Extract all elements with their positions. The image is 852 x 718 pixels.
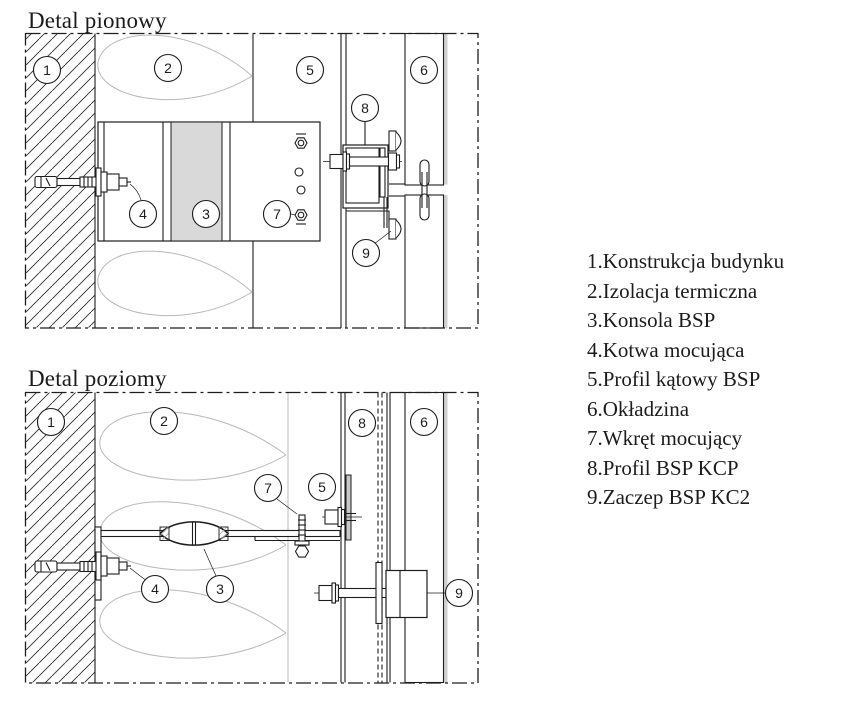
- legend: 1.Konstrukcja budynku 2.Izolacja termicz…: [587, 247, 784, 513]
- callout-6: 6: [409, 407, 439, 437]
- callout-7: 7: [253, 473, 283, 503]
- svg-text:8: 8: [361, 100, 369, 116]
- fixing-screws: [294, 133, 308, 225]
- anchor-bolt: [34, 551, 148, 582]
- angle-bolt: [322, 506, 362, 528]
- callout-2: 2: [153, 53, 183, 83]
- cladding-panels: [389, 32, 448, 329]
- anchor-bolt: [34, 167, 142, 201]
- legend-item-2: 2.Izolacja termiczna: [587, 278, 758, 303]
- svg-text:6: 6: [420, 62, 428, 78]
- svg-text:4: 4: [139, 206, 147, 222]
- svg-text:3: 3: [202, 206, 210, 222]
- svg-text:4: 4: [151, 581, 159, 597]
- building-wall-hatch: [25, 392, 96, 683]
- callout-1: 1: [36, 407, 66, 437]
- drawing-border: [24, 32, 479, 329]
- konsola-arm: [94, 521, 341, 601]
- legend-item-6: 6.Okładzina: [587, 396, 690, 421]
- legend-item-3: 3.Konsola BSP: [587, 308, 716, 332]
- vertical-detail-drawing: 1 2 5 6 8 4 3 7: [24, 32, 479, 329]
- legend-item-9: 9.Zaczep BSP KC2: [587, 485, 751, 509]
- svg-text:5: 5: [318, 479, 326, 495]
- leader-4: [129, 567, 148, 582]
- svg-text:6: 6: [420, 414, 428, 430]
- kcp-bolt: [323, 151, 402, 172]
- horizontal-detail-title: Detal poziomy: [28, 366, 167, 391]
- callout-7: 7: [262, 199, 292, 229]
- svg-text:8: 8: [358, 415, 366, 431]
- svg-text:1: 1: [47, 414, 55, 430]
- svg-text:2: 2: [164, 60, 172, 76]
- callout-1: 1: [32, 55, 62, 85]
- mullion-profile-lines: [340, 392, 391, 683]
- fixing-screw: [276, 498, 310, 558]
- horizontal-detail-drawing: 1 2 8 6 7 5 4 3: [24, 391, 479, 684]
- legend-item-5: 5.Profil kątowy BSP: [587, 367, 761, 391]
- legend-item-8: 8.Profil BSP KCP: [587, 455, 739, 480]
- legend-item-1: 1.Konstrukcja budynku: [587, 249, 785, 273]
- callout-9: 9: [351, 238, 381, 268]
- svg-text:3: 3: [216, 581, 224, 597]
- cladding-panel: [404, 391, 448, 684]
- svg-text:9: 9: [455, 585, 463, 601]
- svg-text:9: 9: [362, 245, 370, 261]
- callout-4: 4: [128, 199, 158, 229]
- konsola-section-lens: [159, 521, 230, 546]
- svg-text:2: 2: [160, 413, 168, 429]
- legend-item-4: 4.Kotwa mocująca: [587, 337, 745, 362]
- vertical-detail-title: Detal pionowy: [28, 8, 167, 33]
- callout-2: 2: [149, 406, 179, 436]
- callout-5: 5: [295, 55, 325, 85]
- callout-8: 8: [347, 408, 377, 438]
- leader-9: [373, 230, 392, 245]
- clip-top: [388, 130, 402, 152]
- callout-9: 9: [444, 578, 474, 608]
- angle-profile-leg: [322, 474, 362, 541]
- callout-8: 8: [350, 93, 380, 123]
- leader-4: [129, 183, 142, 201]
- leader-7: [276, 498, 298, 515]
- callout-6: 6: [409, 55, 439, 85]
- svg-text:5: 5: [306, 62, 314, 78]
- clip-bottom: [373, 218, 402, 245]
- callout-3: 3: [191, 199, 221, 229]
- callout-5: 5: [307, 472, 337, 502]
- svg-text:1: 1: [43, 62, 51, 78]
- callout-4: 4: [140, 574, 170, 604]
- svg-text:7: 7: [264, 480, 272, 496]
- svg-text:7: 7: [273, 206, 281, 222]
- leader-3: [203, 548, 217, 577]
- panel-joint-profile: [389, 159, 430, 221]
- clip-assembly: [314, 561, 445, 625]
- callout-3: 3: [205, 574, 235, 604]
- drawing-border: [24, 391, 479, 684]
- kcp-profile-bracket: [323, 122, 402, 228]
- legend-item-7: 7.Wkręt mocujący: [587, 426, 743, 450]
